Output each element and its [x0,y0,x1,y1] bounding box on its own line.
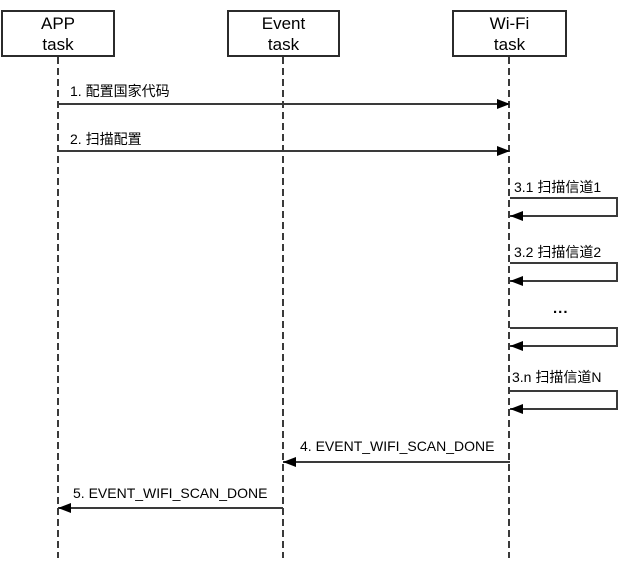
actor-label-line1: APP [40,13,76,33]
lifeline-event-task [282,57,284,558]
message-label-event-wifi-scan-done-4: 4. EVENT_WIFI_SCAN_DONE [300,438,495,454]
self-loop-scan-channel-n [510,390,618,414]
actor-label-line1: Event [261,13,306,33]
self-loop-scan-channel-2 [510,262,618,286]
actor-label-line2: task [267,34,300,54]
message-label-ellipsis: ... [553,300,569,317]
self-loop-scan-channel-middle [510,327,618,351]
message-label-event-wifi-scan-done-5: 5. EVENT_WIFI_SCAN_DONE [73,485,268,501]
actor-label-line2: task [493,34,526,54]
message-label-scan-channel-n: 3.n 扫描信道N [512,369,602,385]
message-label-scan-config: 2. 扫描配置 [70,131,142,147]
message-arrow-scan-config [58,146,510,156]
actor-label-line2: task [42,34,74,54]
actor-box-wifi-task: Wi-Fi task [452,10,567,57]
message-arrow-configure-country-code [58,99,510,109]
actor-label-line1: Wi-Fi [489,13,530,33]
message-arrow-event-wifi-scan-done-5 [58,503,283,513]
actor-box-event-task: Event task [227,10,340,57]
lifeline-app-task [57,57,59,558]
message-label-scan-channel-2: 3.2 扫描信道2 [514,244,602,260]
self-loop-scan-channel-1 [510,197,618,221]
message-arrow-event-wifi-scan-done-4 [283,457,510,467]
message-label-scan-channel-1: 3.1 扫描信道1 [514,179,602,195]
actor-box-app-task: APP task [1,10,115,57]
lifeline-wifi-task [508,57,510,558]
message-label-configure-country-code: 1. 配置国家代码 [70,83,170,99]
